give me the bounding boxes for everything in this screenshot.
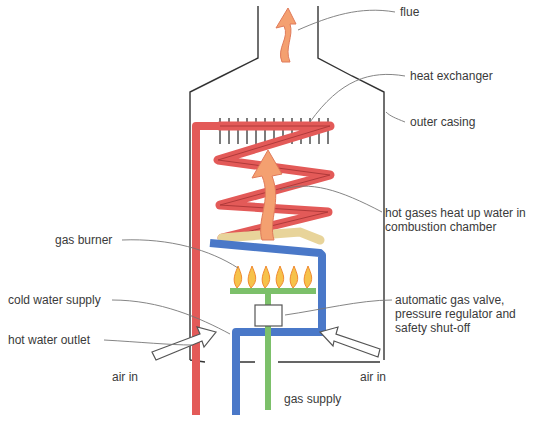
part-label: flue [400,5,419,19]
hot-gases-arrow [252,150,282,240]
part-label: gas burner [55,233,112,247]
leader-lines [104,10,405,345]
part-label: heat exchanger [410,69,493,83]
part-label: hot gases heat up water in combustion ch… [385,206,535,234]
part-label: cold water supply [8,293,101,307]
air-arrow-right [320,327,380,357]
burner-flames [234,266,312,288]
gas-valve [255,305,282,326]
part-label: automatic gas valve, pressure regulator … [395,293,535,335]
part-label: outer casing [410,115,475,129]
hot-water-pipe [196,126,220,415]
part-label: hot water outlet [8,333,90,347]
flue-gas-arrow [276,8,296,62]
part-label: air in [360,370,386,384]
part-label: gas supply [284,392,341,406]
part-label: air in [112,370,138,384]
outer-casing [190,6,384,362]
cold-water-pipe [210,243,322,415]
